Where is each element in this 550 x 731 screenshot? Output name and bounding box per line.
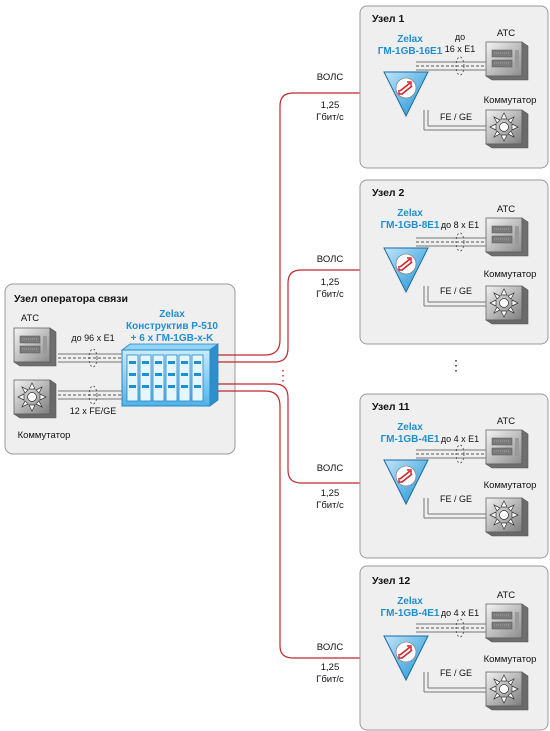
fiber-link-node-11: [218, 383, 384, 484]
node-ats-icon: [485, 429, 529, 469]
remote-node-11: Узел 11 Zelax ГМ-1GB-4E1 АТС до 4 x E1 К…: [359, 393, 549, 559]
node-switch-icon: [485, 285, 529, 325]
link-11-speed-unit: Гбит/с: [316, 500, 344, 511]
node-switch-label: Коммутатор: [484, 480, 537, 491]
node-model-label: ГМ-1GB-4E1: [380, 434, 439, 445]
node-title: Узел 1: [372, 13, 405, 25]
node-fe-label: FE / GE: [440, 494, 472, 504]
node-title: Узел 11: [372, 401, 410, 413]
operator-chassis-label: Конструктив Р-510: [126, 321, 218, 332]
node-zelax-label: Zelax: [397, 596, 423, 607]
node-switch-label: Коммутатор: [484, 95, 537, 106]
remote-node-1: Узел 1 Zelax ГМ-1GB-16E1 АТС до 16 x E1 …: [359, 5, 549, 169]
fiber-link-node-1: [218, 92, 384, 356]
node-switch-icon: [485, 671, 529, 711]
node-e1-label: до 4 x E1: [441, 434, 479, 444]
node-ats-label: АТС: [497, 204, 515, 215]
node-ats-icon: [485, 41, 529, 81]
operator-switch-label: Коммутатор: [18, 430, 71, 441]
link-12-speed-unit: Гбит/с: [316, 674, 344, 685]
ellipsis-right: ⋮: [449, 357, 463, 373]
node-fe-label: FE / GE: [440, 286, 472, 296]
operator-ats-icon: [13, 327, 57, 367]
node-title: Узел 12: [372, 575, 410, 587]
operator-switch-icon: [13, 379, 57, 419]
node-zelax-label: Zelax: [397, 208, 423, 219]
link-2-speed-unit: Гбит/с: [316, 289, 344, 300]
operator-title: Узел оператора связи: [14, 293, 128, 305]
node-model-label: ГМ-1GB-8E1: [380, 220, 439, 231]
node-switch-icon: [485, 109, 529, 149]
node-ats-label: АТС: [497, 590, 515, 601]
link-11-medium: ВОЛС: [317, 463, 344, 474]
node-model-label: ГМ-1GB-16E1: [378, 46, 443, 57]
link-1-speed-unit: Гбит/с: [316, 112, 344, 123]
node-e1-label: 16 x E1: [445, 44, 476, 54]
link-2-speed-value: 1,25: [321, 277, 340, 288]
node-ats-icon: [485, 217, 529, 257]
operator-ats-label: АТС: [21, 313, 39, 324]
fiber-links: ⋮ ⋮: [218, 92, 463, 659]
operator-zelax-label: Zelax: [159, 309, 185, 320]
node-fe-label: FE / GE: [440, 112, 472, 122]
link-12-medium: ВОЛС: [317, 642, 344, 653]
node-zelax-label: Zelax: [397, 422, 423, 433]
fiber-link-node-2: [218, 269, 384, 363]
fiber-link-node-12: [218, 390, 384, 659]
remote-node-2: Узел 2 Zelax ГМ-1GB-8E1 АТС до 8 x E1 Ко…: [359, 179, 549, 345]
node-e1-label: до 4 x E1: [441, 608, 479, 618]
operator-e1-label: до 96 x E1: [71, 333, 114, 343]
operator-modules-label: + 6 x ГМ-1GB-x-K: [131, 333, 214, 344]
node-switch-label: Коммутатор: [484, 269, 537, 280]
chassis-icon: [120, 343, 220, 407]
link-1-speed-value: 1,25: [321, 100, 340, 111]
node-ats-label: АТС: [497, 416, 515, 427]
operator-fe-label: 12 x FE/GE: [70, 406, 117, 416]
link-12-speed-value: 1,25: [321, 662, 340, 673]
node-ats-icon: [485, 603, 529, 643]
node-model-label: ГМ-1GB-4E1: [380, 608, 439, 619]
node-title: Узел 2: [372, 187, 405, 199]
operator-panel: [4, 283, 236, 455]
ellipsis-left: ⋮: [276, 367, 290, 383]
node-ats-label: АТС: [497, 28, 515, 39]
node-e1-prefix: до: [455, 32, 465, 42]
node-e1-label: до 8 x E1: [441, 220, 479, 230]
link-2-medium: ВОЛС: [317, 254, 344, 265]
node-switch-icon: [485, 497, 529, 537]
remote-node-12: Узел 12 Zelax ГМ-1GB-4E1 АТС до 4 x E1 К…: [359, 565, 549, 731]
link-1-medium: ВОЛС: [317, 72, 344, 83]
link-labels: ВОЛС 1,25 Гбит/с ВОЛС 1,25 Гбит/с ВОЛС 1…: [316, 72, 344, 685]
operator-node: Узел оператора связи Zelax Конструктив Р…: [4, 283, 236, 455]
node-switch-label: Коммутатор: [484, 654, 537, 665]
link-11-speed-value: 1,25: [321, 488, 340, 499]
node-zelax-label: Zelax: [397, 34, 423, 45]
node-fe-label: FE / GE: [440, 668, 472, 678]
